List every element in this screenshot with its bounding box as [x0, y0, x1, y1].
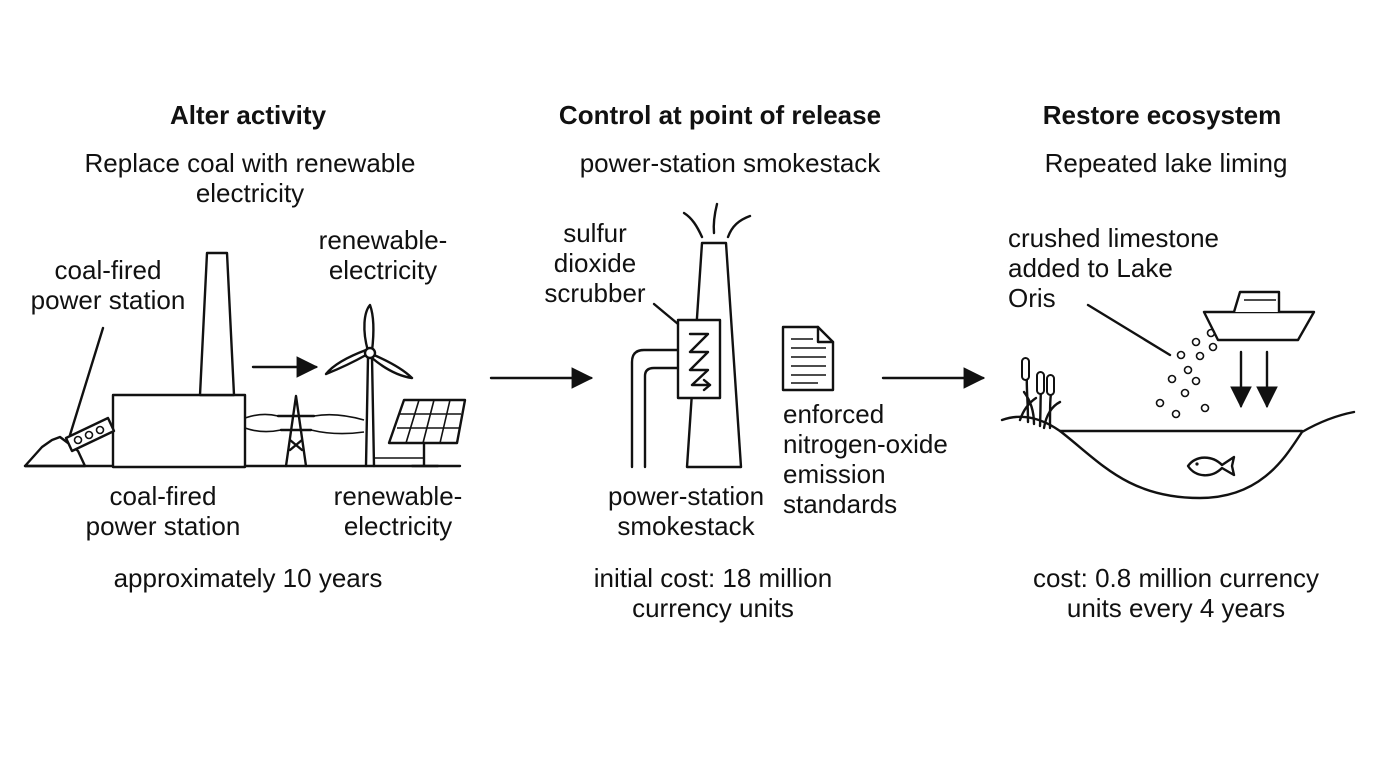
- column-3-footer: cost: 0.8 million currency units every 4…: [1032, 563, 1320, 623]
- column-1-subheading: Replace coal with renewable electricity: [84, 148, 416, 208]
- smokestack-label: power-station smokestack: [607, 481, 765, 541]
- standards-label: enforced nitrogen-oxide emission standar…: [783, 399, 948, 519]
- scrubber-label-pointer: [652, 302, 680, 326]
- power-lines: [244, 413, 365, 435]
- limestone-label-pointer: [1086, 303, 1172, 357]
- column-3-subheading: Repeated lake liming: [1044, 148, 1288, 178]
- column-2-subheading: power-station smokestack: [579, 148, 881, 178]
- conveyor-icon: [64, 416, 116, 453]
- solar-panel-icon: [374, 398, 467, 468]
- document-icon: [781, 325, 835, 392]
- coal-top-label: coal-fired power station: [30, 255, 186, 315]
- pylon-icon: [276, 394, 316, 468]
- duct-icon: [630, 348, 682, 469]
- renewable-top-label: renewable- electricity: [318, 225, 448, 285]
- limestone-label: crushed limestone added to Lake Oris: [1008, 223, 1219, 313]
- column-1-heading: Alter activity: [169, 100, 327, 130]
- reeds-icon: [1018, 357, 1062, 430]
- coal-bottom-label: coal-fired power station: [85, 481, 241, 541]
- power-station-icon: [111, 251, 247, 469]
- wind-turbine-icon: [324, 303, 414, 468]
- column-3-heading: Restore ecosystem: [1042, 100, 1282, 130]
- coal-label-pointer: [68, 326, 105, 437]
- scrubber-label: sulfur dioxide scrubber: [544, 218, 646, 308]
- scrubber-icon: [676, 318, 722, 400]
- boat-icon: [1202, 290, 1316, 342]
- limestone-particles: [1155, 328, 1218, 419]
- fish-icon: [1186, 455, 1236, 477]
- coal-pile-icon: [23, 435, 87, 468]
- lake-icon: [1000, 410, 1356, 500]
- column-2-heading: Control at point of release: [558, 100, 882, 130]
- renewable-bottom-label: renewable- electricity: [333, 481, 463, 541]
- column-1-footer: approximately 10 years: [113, 563, 383, 593]
- column-2-footer: initial cost: 18 million currency units: [593, 563, 833, 623]
